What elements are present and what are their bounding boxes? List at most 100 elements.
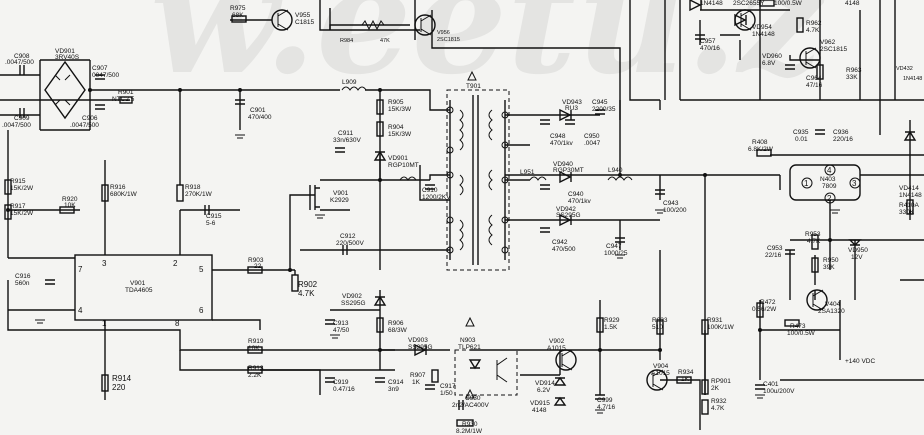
label-r984-value: 47K — [380, 38, 390, 44]
label-c917: C917 — [440, 383, 456, 390]
resistors — [4, 0, 914, 427]
transformer-box — [446, 89, 510, 271]
pin-3: 3 — [102, 259, 107, 268]
junction-dots — [6, 88, 832, 352]
label-vd414: VD414 — [899, 185, 919, 192]
optocoupler-led — [468, 359, 482, 370]
label-c935-value: 0.01 — [795, 136, 808, 143]
label-v962: V962 — [820, 39, 836, 46]
label-c953-value: 22/16 — [765, 252, 782, 259]
label-c935: C935 — [793, 129, 809, 136]
label-r920-value: 10K — [64, 202, 76, 209]
label-c909: C909 — [14, 115, 30, 122]
label-n403-value: 7809 — [822, 183, 837, 190]
label-top-2sc2655y: 2SC2655Y — [733, 0, 765, 7]
label-c906: C906 — [82, 115, 98, 122]
label-r914: R914 — [112, 374, 132, 383]
warning-icons — [465, 70, 477, 399]
label-vd414-value: 1N4148 — [899, 192, 922, 199]
label-v904-value: A1015 — [651, 370, 670, 377]
label-r915-value: 15K/2W — [10, 185, 34, 192]
label-r933: R933 — [652, 317, 668, 324]
label-r953: R953 — [805, 231, 821, 238]
label-vd901: VD901 — [55, 48, 75, 55]
label-r917: R917 — [10, 203, 26, 210]
label-r953-value: 4.7K — [807, 238, 821, 245]
label-r934-value: 1K — [681, 376, 690, 383]
label-vd960: VD960 — [762, 53, 782, 60]
label-top-4148: 4148 — [845, 0, 860, 7]
label-r410: R410A — [899, 202, 920, 209]
label-c964-value: 47/16 — [806, 82, 823, 89]
label-l940: L940 — [608, 167, 623, 174]
label-r906: R906 — [388, 320, 404, 327]
label-r930-value: 8.2M/1W — [456, 428, 483, 435]
label-c950: C950 — [584, 133, 600, 140]
capacitors — [19, 34, 825, 410]
label-rp901: RP901 — [711, 378, 731, 385]
label-v404-value: 2SA1320 — [818, 308, 845, 315]
label-vd954-value: 1N4148 — [752, 31, 775, 38]
label-r906-value: 68/3W — [388, 327, 408, 334]
label-n903: N903 — [460, 337, 476, 344]
label-c401: C401 — [763, 381, 779, 388]
label-r963: R963 — [846, 67, 862, 74]
label-c940: C940 — [568, 191, 584, 198]
label-r930: R930 — [462, 421, 478, 428]
label-v955: V955 — [295, 12, 311, 19]
label-vd903-value: SS295G — [408, 344, 433, 351]
label-r907: R907 — [410, 372, 426, 379]
label-c947-value: 1000/25 — [604, 250, 628, 257]
optocoupler-box — [454, 349, 518, 396]
transistors — [271, 9, 828, 391]
ground-symbols — [35, 134, 840, 414]
reg-pin-2: 2 — [827, 194, 832, 203]
label-c909-value: .0047/500 — [2, 122, 31, 129]
transformer-t901 — [446, 95, 509, 265]
label-r933-value: 510 — [652, 324, 663, 331]
label-ic-v901: V901 — [130, 280, 146, 287]
label-c953: C953 — [767, 245, 783, 252]
pin-7: 7 — [78, 265, 83, 274]
label-r410-value: 330K — [899, 209, 915, 216]
label-top-1n4148: 1N4148 — [700, 0, 723, 7]
label-r473-value: 100/0.5W — [787, 330, 816, 337]
label-vd943: VD943 — [562, 99, 582, 106]
label-c906-value: .0047/500 — [70, 122, 99, 129]
label-c908-value: .0047/500 — [5, 59, 34, 66]
label-r913-value: 2.2K — [248, 372, 262, 379]
label-c950-value: .0047 — [584, 140, 601, 147]
label-r901-value: NTC2.5 — [112, 96, 135, 103]
diodes — [373, 0, 917, 406]
label-r905: R905 — [388, 99, 404, 106]
label-c964: C964 — [806, 75, 822, 82]
pin-5: 5 — [199, 265, 204, 274]
label-vd901b-value: RGP10MT — [388, 162, 419, 169]
label-v956-value: 2SC1815 — [437, 37, 460, 43]
label-c910-value: 1200/2KV — [422, 194, 451, 201]
label-c912-value: 220/500V — [336, 240, 364, 247]
label-r902-value: 4.7K — [298, 289, 315, 298]
label-r408-value: 6.8K/2W — [748, 146, 774, 153]
label-r963-value: 33K — [846, 74, 858, 81]
label-c930: C930 — [465, 395, 481, 402]
ic-tda4605 — [74, 254, 213, 321]
label-r931-value: 100K/1W — [707, 324, 735, 331]
label-v904: V904 — [653, 363, 669, 370]
label-r919-value: 10K — [248, 345, 260, 352]
label-vd915: VD915 — [530, 400, 550, 407]
label-r913: R913 — [248, 365, 264, 372]
label-r907-value: 1K — [412, 379, 421, 386]
pin-4: 4 — [78, 306, 83, 315]
label-c915-value: 5-6 — [206, 220, 216, 227]
label-c940-value: 470/1kv — [568, 198, 592, 205]
label-c947: C947 — [606, 243, 622, 250]
label-vd940: VD940 — [553, 161, 573, 168]
label-c919: C919 — [333, 379, 349, 386]
label-r902: R902 — [298, 280, 318, 289]
label-c943: C943 — [663, 200, 679, 207]
label-140vdc: +140 VDC — [845, 358, 875, 365]
label-vd914: VD914 — [535, 380, 555, 387]
label-r904: R904 — [388, 124, 404, 131]
